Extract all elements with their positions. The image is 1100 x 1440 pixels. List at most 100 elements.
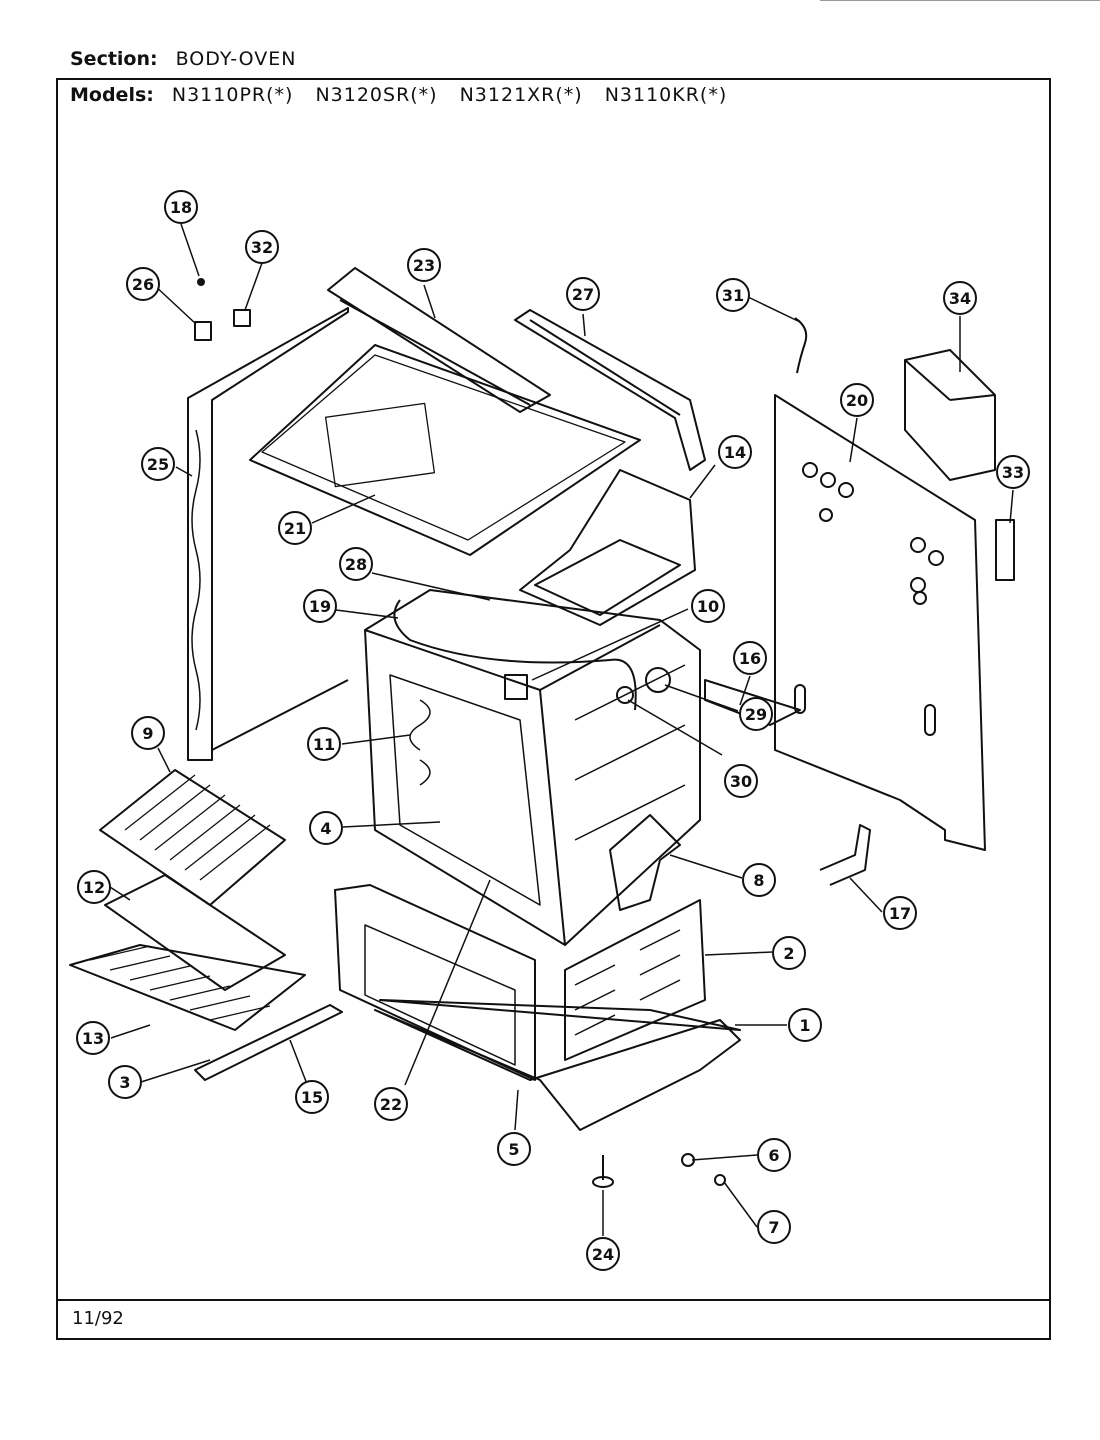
callout-label-6: 6 — [768, 1146, 779, 1165]
callout-circle-13 — [76, 1021, 110, 1055]
callout-label-13: 13 — [82, 1029, 104, 1048]
callout-circle-23 — [407, 248, 441, 282]
leveling-leg — [592, 1155, 614, 1188]
side-panel-left — [187, 307, 349, 761]
callout-circle-10 — [691, 589, 725, 623]
oven-top-panel — [249, 344, 641, 556]
callout-circle-17 — [883, 896, 917, 930]
rack-slide — [194, 1004, 343, 1081]
valve-29 — [645, 667, 671, 693]
cord-31 — [794, 317, 808, 374]
callout-label-12: 12 — [83, 878, 105, 897]
callout-label-1: 1 — [799, 1016, 810, 1035]
callout-label-4: 4 — [320, 819, 331, 838]
callout-circle-15 — [295, 1080, 329, 1114]
callout-circle-8 — [742, 863, 776, 897]
callout-circle-28 — [339, 547, 373, 581]
callout-circle-29 — [739, 697, 773, 731]
diagram-frame — [56, 78, 1051, 1340]
callout-label-23: 23 — [413, 256, 435, 275]
callout-label-22: 22 — [380, 1095, 402, 1114]
callout-label-29: 29 — [745, 705, 767, 724]
bracket-16 — [704, 679, 801, 726]
callout-circle-18 — [164, 190, 198, 224]
callout-label-32: 32 — [251, 238, 273, 257]
flue-box — [519, 469, 696, 626]
callout-label-16: 16 — [739, 649, 761, 668]
callout-circle-24 — [586, 1237, 620, 1271]
callout-circle-26 — [126, 267, 160, 301]
callout-circle-5 — [497, 1132, 531, 1166]
callout-label-27: 27 — [572, 285, 594, 304]
callout-circle-3 — [108, 1065, 142, 1099]
callout-label-20: 20 — [846, 391, 868, 410]
callout-label-5: 5 — [508, 1140, 519, 1159]
callout-label-3: 3 — [119, 1073, 130, 1092]
callout-label-34: 34 — [949, 289, 971, 308]
callout-label-28: 28 — [345, 555, 367, 574]
igniter-30 — [616, 686, 634, 704]
models-line: Models:N3110PR(*)N3120SR(*)N3121XR(*)N31… — [70, 84, 749, 106]
models-label: Models: — [70, 84, 154, 106]
oven-base — [374, 999, 741, 1131]
callout-label-30: 30 — [730, 772, 752, 791]
callout-circle-7 — [757, 1210, 791, 1244]
callout-circle-30 — [724, 764, 758, 798]
side-shield — [564, 899, 706, 1061]
broiler-pan — [104, 874, 286, 991]
revision-date: 11/92 — [72, 1308, 124, 1329]
callout-circle-2 — [772, 936, 806, 970]
callout-label-8: 8 — [753, 871, 764, 890]
top-brace — [327, 267, 551, 413]
callout-circle-21 — [278, 511, 312, 545]
callout-circle-14 — [718, 435, 752, 469]
model-2: N3120SR(*) — [315, 84, 438, 106]
callout-label-33: 33 — [1002, 463, 1024, 482]
callout-label-21: 21 — [284, 519, 306, 538]
flue-duct — [514, 309, 706, 471]
callout-circle-22 — [374, 1087, 408, 1121]
callout-circle-25 — [141, 447, 175, 481]
broiler-grid — [99, 769, 286, 906]
callout-label-31: 31 — [722, 286, 744, 305]
clip-32 — [233, 309, 251, 327]
callout-label-17: 17 — [889, 904, 911, 923]
section-line: Section: BODY-OVEN — [70, 48, 296, 70]
section-value: BODY-OVEN — [175, 48, 297, 70]
oven-rack — [69, 944, 306, 1031]
model-4: N3110KR(*) — [604, 84, 728, 106]
section-label: Section: — [70, 48, 158, 70]
callout-circle-31 — [716, 278, 750, 312]
clip-26 — [194, 321, 212, 341]
callout-circle-4 — [309, 811, 343, 845]
callout-circle-9 — [131, 716, 165, 750]
oven-liner — [364, 589, 701, 946]
callout-circle-12 — [77, 870, 111, 904]
callout-circle-34 — [943, 281, 977, 315]
callout-label-7: 7 — [768, 1218, 779, 1237]
callout-label-14: 14 — [724, 443, 746, 462]
callout-label-9: 9 — [142, 724, 153, 743]
callout-circle-20 — [840, 383, 874, 417]
callout-circle-6 — [757, 1138, 791, 1172]
terminal-block — [995, 519, 1015, 581]
callout-circle-16 — [733, 641, 767, 675]
broiler-front — [334, 884, 536, 1081]
callout-circle-27 — [566, 277, 600, 311]
callout-circle-19 — [303, 589, 337, 623]
callout-label-25: 25 — [147, 455, 169, 474]
model-3: N3121XR(*) — [459, 84, 583, 106]
callout-circle-11 — [307, 727, 341, 761]
thermostat-10 — [504, 674, 528, 700]
screw-7 — [714, 1174, 726, 1186]
callout-circle-32 — [245, 230, 279, 264]
back-panel — [774, 394, 986, 851]
callout-label-26: 26 — [132, 275, 154, 294]
screw-18 — [197, 278, 205, 286]
callout-label-24: 24 — [592, 1245, 614, 1264]
bracket-17 — [819, 824, 871, 886]
callout-label-10: 10 — [697, 597, 719, 616]
callout-label-18: 18 — [170, 198, 192, 217]
